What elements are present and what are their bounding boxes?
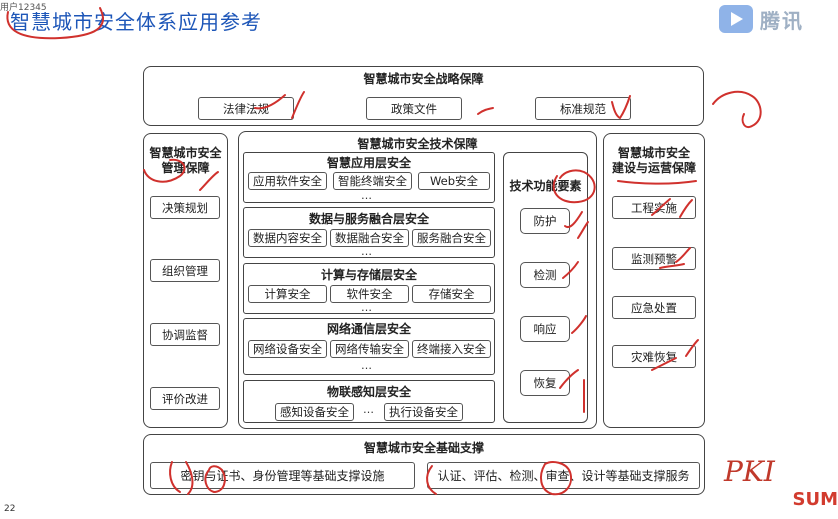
operations-item-engineering: 工程实施 — [612, 196, 696, 219]
strategy-item-laws: 法律法规 — [198, 97, 294, 120]
logo: 腾讯 — [718, 4, 804, 34]
layer-data-service-item-3: 服务融合安全 — [412, 229, 491, 247]
layer-compute-storage-ellipsis: … — [361, 301, 373, 314]
layer-data-service-item-2: 数据融合安全 — [330, 229, 409, 247]
operations-box — [603, 133, 705, 428]
layer-network-item-2: 网络传输安全 — [330, 340, 409, 358]
play-icon — [719, 5, 753, 33]
function-respond: 响应 — [520, 316, 570, 342]
strategy-item-standards: 标准规范 — [535, 97, 631, 120]
page-title: 智慧城市安全体系应用参考 — [10, 10, 262, 34]
layer-data-service-title: 数据与服务融合层安全 — [308, 212, 429, 226]
layer-network-ellipsis: … — [361, 359, 373, 372]
management-item-organization: 组织管理 — [150, 259, 220, 282]
strategy-item-policy: 政策文件 — [366, 97, 462, 120]
layer-compute-storage-item-2: 软件安全 — [330, 285, 409, 303]
function-detect: 检测 — [520, 262, 570, 288]
layer-data-service-item-1: 数据内容安全 — [248, 229, 327, 247]
layer-application-item-3: Web安全 — [418, 172, 490, 190]
technical-header: 智慧城市安全技术保障 — [357, 137, 478, 151]
layer-application-ellipsis: … — [361, 189, 373, 202]
logo-text: 腾讯 — [760, 8, 804, 33]
operations-header-line2: 建设与运营保障 — [611, 161, 696, 175]
layer-iot-perception-item-2: 执行设备安全 — [384, 403, 463, 421]
layer-compute-storage-title: 计算与存储层安全 — [320, 268, 417, 282]
layer-network-item-3: 终端接入安全 — [412, 340, 491, 358]
foundation-item-infrastructure: 密钥与证书、身份管理等基础支撑设施 — [150, 462, 415, 489]
function-recover: 恢复 — [520, 370, 570, 396]
layer-application-item-1: 应用软件安全 — [248, 172, 327, 190]
management-header-line2: 管理保障 — [161, 161, 210, 175]
layer-iot-perception-title: 物联感知层安全 — [326, 385, 411, 399]
layer-iot-perception-item-1: 感知设备安全 — [275, 403, 354, 421]
layer-data-service-ellipsis: … — [361, 245, 373, 258]
functions-header: 技术功能要素 — [509, 179, 582, 193]
management-item-supervision: 协调监督 — [150, 323, 220, 346]
layer-network-title: 网络通信层安全 — [326, 322, 411, 336]
layer-compute-storage-item-3: 存储安全 — [412, 285, 491, 303]
page-number: 22 — [4, 504, 16, 514]
layer-application-title: 智慧应用层安全 — [326, 156, 411, 170]
management-header-line1: 智慧城市安全 — [149, 146, 222, 160]
operations-item-disaster-recovery: 灾难恢复 — [612, 345, 696, 368]
handwritten-pki-note: PKI — [724, 455, 775, 488]
sum-watermark: SUM — [792, 489, 838, 510]
foundation-item-services: 认证、评估、检测、审查、设计等基础支撑服务 — [427, 462, 700, 489]
layer-network-item-1: 网络设备安全 — [248, 340, 327, 358]
layer-application-item-2: 智能终端安全 — [333, 172, 412, 190]
operations-item-monitoring: 监测预警 — [612, 247, 696, 270]
operations-item-emergency: 应急处置 — [612, 296, 696, 319]
management-item-improvement: 评价改进 — [150, 387, 220, 410]
layer-iot-perception-ellipsis: … — [363, 403, 375, 416]
operations-header-line1: 智慧城市安全 — [617, 146, 690, 160]
function-protect: 防护 — [520, 208, 570, 234]
layer-compute-storage-item-1: 计算安全 — [248, 285, 327, 303]
foundation-header: 智慧城市安全基础支撑 — [363, 441, 484, 455]
management-item-planning: 决策规划 — [150, 196, 220, 219]
strategy-header: 智慧城市安全战略保障 — [363, 72, 484, 86]
